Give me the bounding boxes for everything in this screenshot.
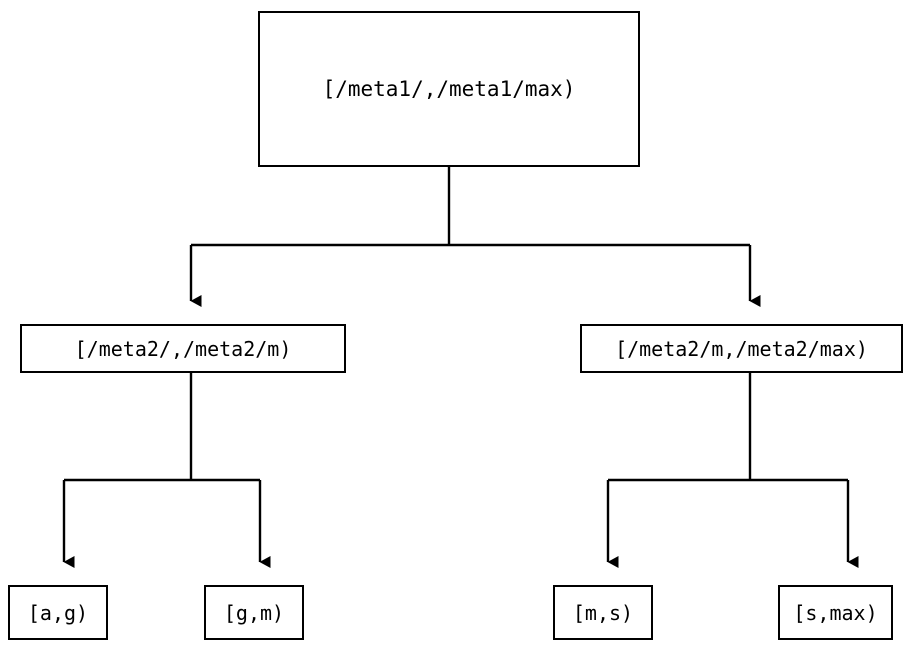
node-leaf-a-g[interactable]: [a,g) [8,585,108,640]
node-leaf-g-m[interactable]: [g,m) [204,585,304,640]
edge-midleft-to-leaves [62,373,271,568]
node-leaf-m-s[interactable]: [m,s) [553,585,653,640]
edge-root-to-mid [189,167,761,307]
node-mid-right[interactable]: [/meta2/m,/meta2/max) [580,324,903,373]
node-leaf-s-max[interactable]: [s,max) [778,585,893,640]
node-root[interactable]: [/meta1/,/meta1/max) [258,11,640,167]
node-mid-left[interactable]: [/meta2/,/meta2/m) [20,324,346,373]
edge-midright-to-leaves [606,373,859,568]
